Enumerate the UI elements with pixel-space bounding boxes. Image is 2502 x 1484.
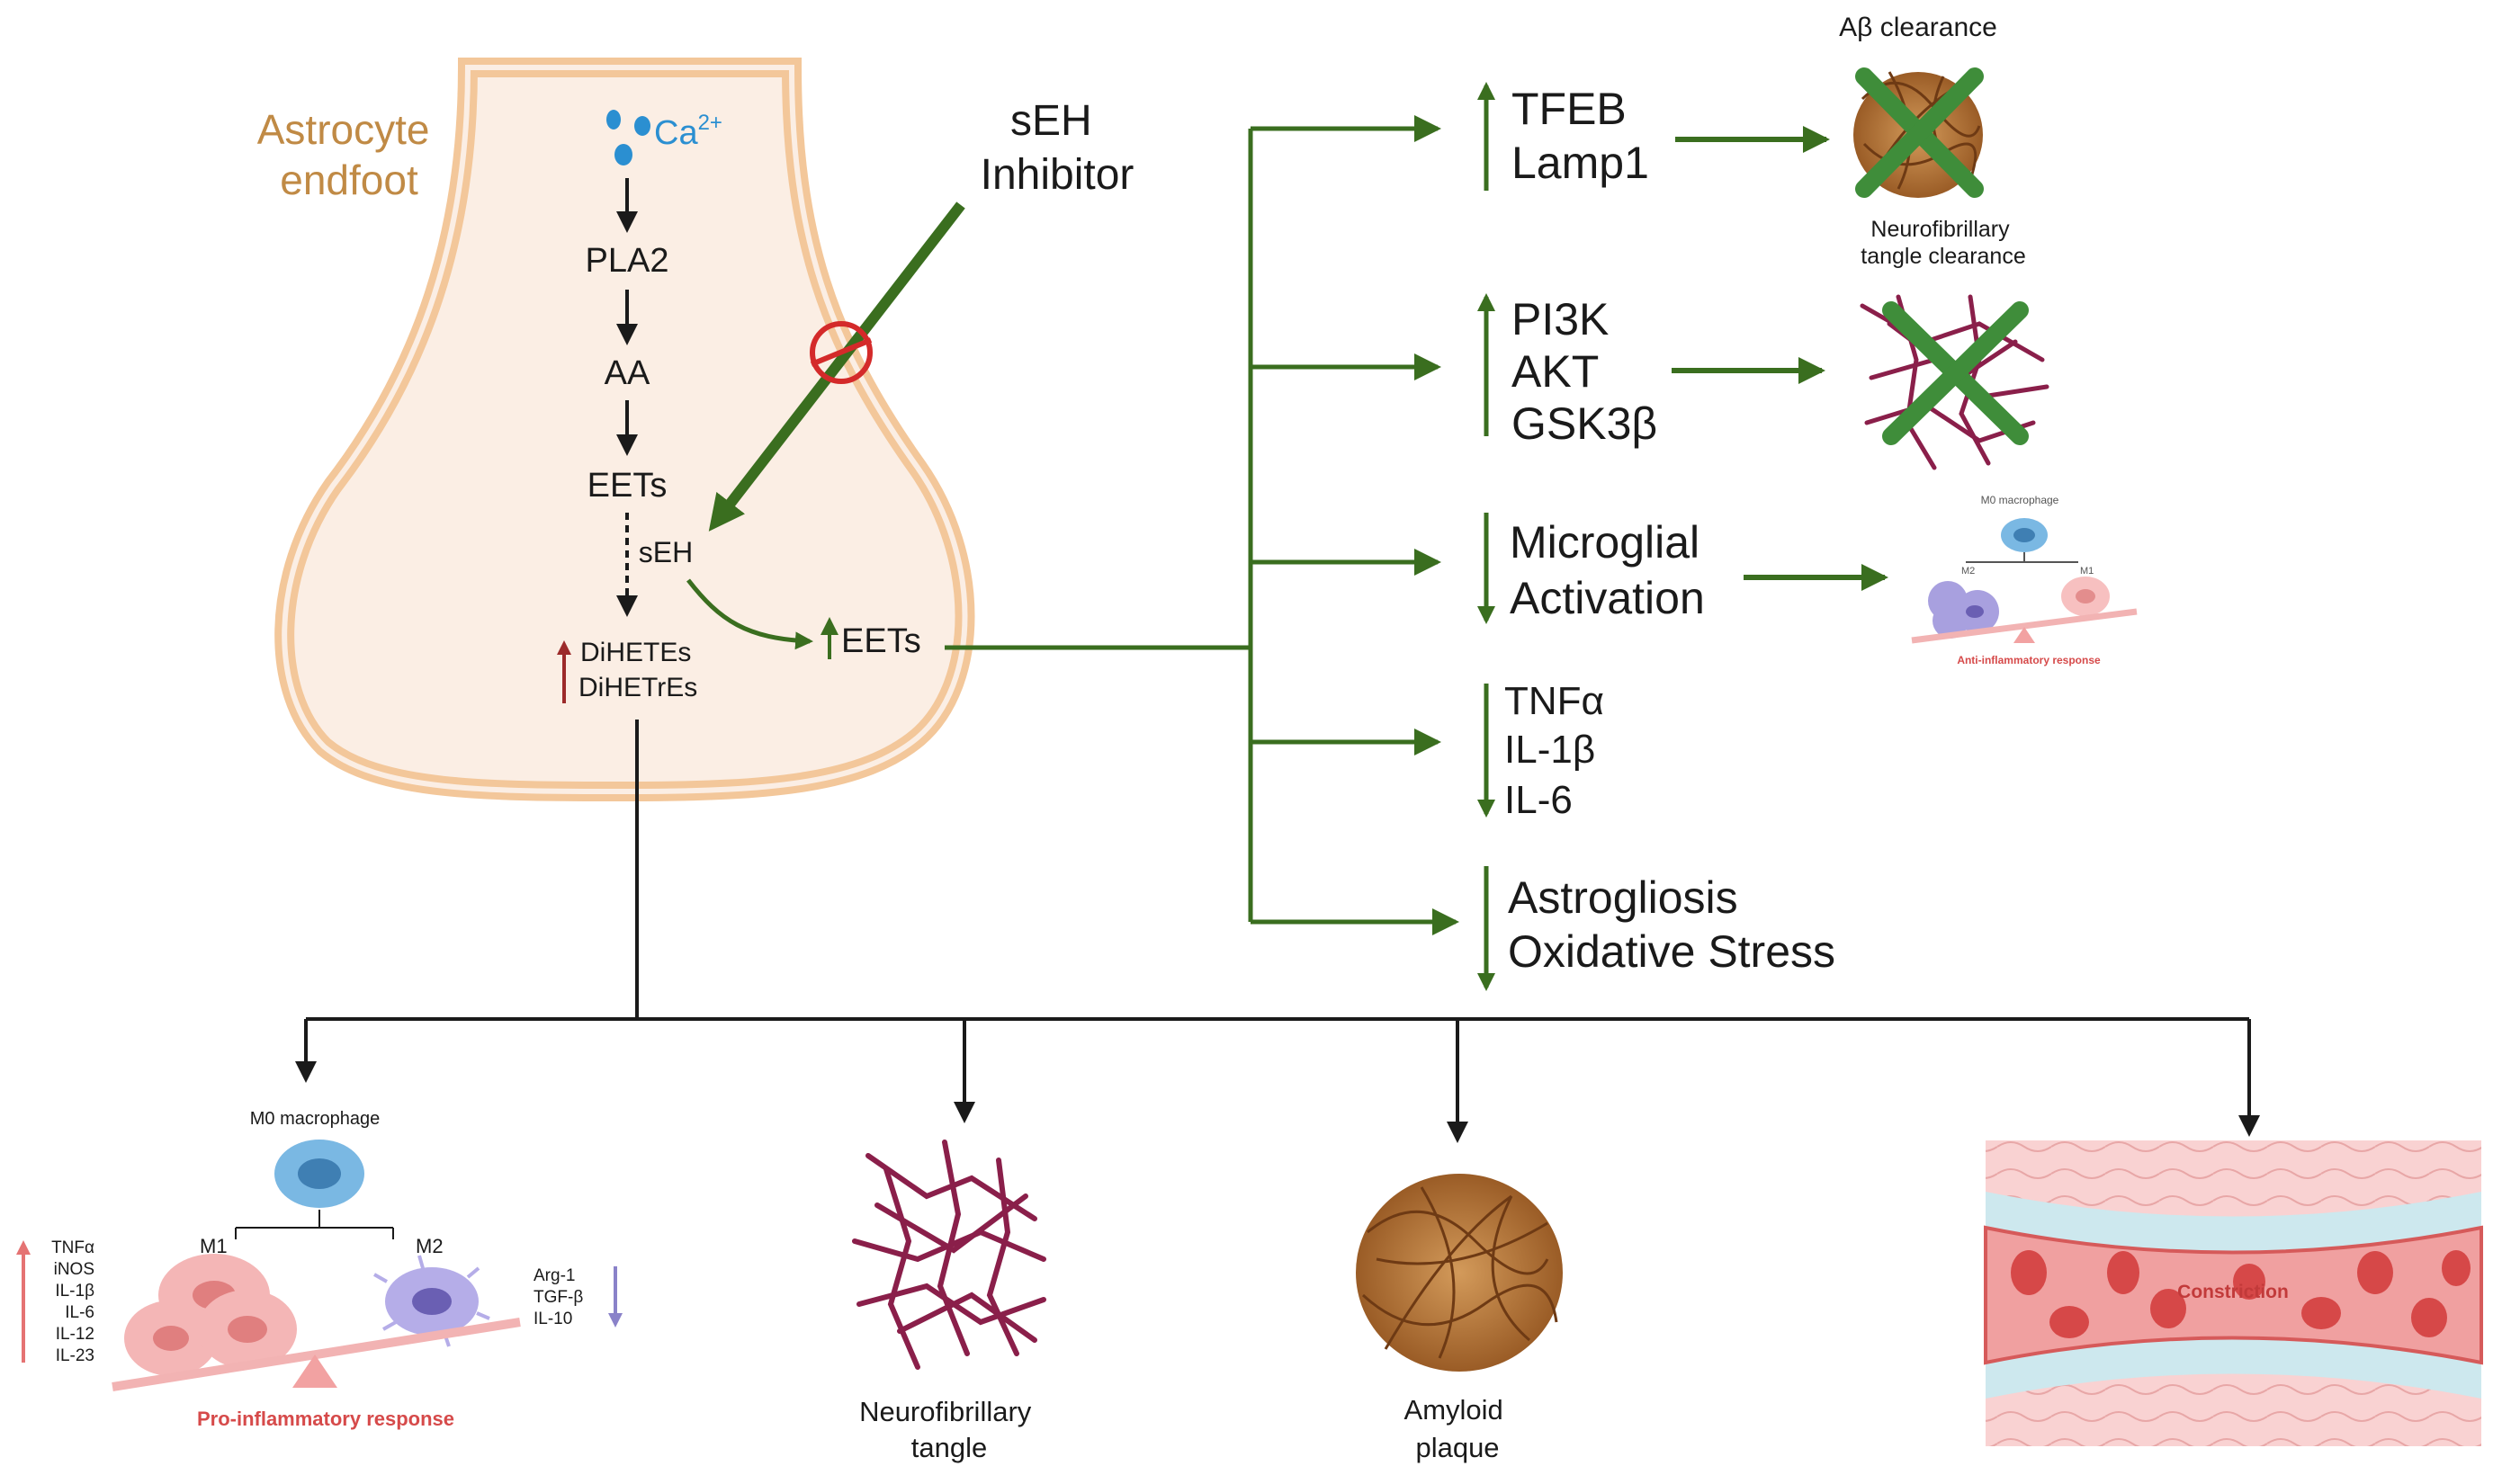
lamp1-label: Lamp1 [1511,138,1649,188]
svg-text:iNOS: iNOS [54,1260,94,1279]
abeta-clearance-label: Aβ clearance [1839,13,1997,42]
svg-text:IL-12: IL-12 [56,1325,94,1344]
m2-label: M2 [416,1235,444,1257]
inhibitor-arrow [708,201,965,532]
inhibitor-label: sEH Inhibitor [981,97,1134,199]
il6-label: IL-6 [1504,778,1573,822]
tnfa-label: TNFα [1504,679,1604,723]
vessel-constriction-icon [1984,1140,2483,1446]
inhibit-icon [810,321,873,384]
seh-label: sEH [639,536,693,568]
m1-label: M1 [200,1235,228,1257]
svg-text:Arg-1: Arg-1 [534,1266,575,1285]
activation-label: Activation [1510,573,1705,623]
gsk3b-label: GSK3β [1511,398,1657,449]
cross-icon-nft [1882,301,2029,445]
il1b-label: IL-1β [1504,728,1595,772]
constriction-label: Constriction [2177,1282,2289,1302]
aa-label: AA [605,354,650,392]
amyloid-label: Amyloid plaque [1404,1394,1511,1463]
svg-text:TNFα: TNFα [51,1238,94,1257]
svg-text:IL-23: IL-23 [56,1346,94,1365]
svg-text:IL-10: IL-10 [534,1310,572,1328]
nft-label: Neurofibrillary tangle [859,1396,1039,1463]
akt-label: AKT [1511,346,1599,397]
svg-text:IL-1β: IL-1β [55,1282,94,1301]
outcomes-branch [295,720,2260,1143]
microglial-label: Microglial [1510,517,1699,568]
pro-markers-list: TNFα iNOS IL-1β IL-6 IL-12 IL-23 [51,1238,94,1365]
macrophage-diagram: M0 macrophage M1 M2 Pro-inflammatory res… [16,1109,623,1430]
svg-text:IL-6: IL-6 [65,1303,94,1322]
svg-text:M0 macrophage: M0 macrophage [1981,494,2059,506]
oxidative-label: Oxidative Stress [1508,926,1835,977]
anti-markers-list: Arg-1 TGF-β IL-10 [534,1266,583,1328]
arrow-seh-eets [686,578,813,650]
svg-text:TGF-β: TGF-β [534,1288,583,1307]
astrogliosis-label: Astrogliosis [1508,872,1738,923]
effects-branch [945,115,1459,935]
cross-icon-abeta [1855,67,1984,198]
eets-up-label: EETs [841,622,921,660]
astrocyte-label: Astrocyte endfoot [257,106,442,203]
tfeb-label: TFEB [1511,84,1627,134]
pi3k-label: PI3K [1511,294,1609,344]
svg-text:M1: M1 [2080,566,2094,577]
svg-text:M2: M2 [1961,566,1975,577]
dihetres-label: DiHETrEs [578,673,697,702]
astrocyte-endfoot [274,58,975,802]
calcium-icon [606,110,650,165]
eets-label: EETs [587,467,668,505]
m0-label: M0 macrophage [250,1109,381,1129]
calcium-label: Ca2+ [654,111,722,152]
svg-text:Anti-inflammatory response: Anti-inflammatory response [1957,654,2101,666]
amyloid-plaque-icon [1356,1174,1563,1372]
small-macrophage-diagram: M0 macrophage M2 M1 Anti-inflammatory re… [1911,494,2138,666]
tangle-icon [852,1140,1046,1370]
pla2-label: PLA2 [586,242,669,280]
nft-clearance-label: Neurofibrillary tangle clearance [1861,217,2025,269]
pro-inflammatory-label: Pro-inflammatory response [197,1408,454,1430]
dihetes-label: DiHETEs [580,638,691,667]
